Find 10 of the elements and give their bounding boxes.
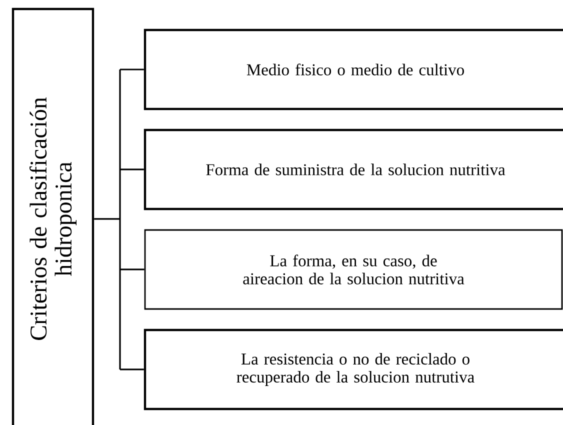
connector-line: [120, 268, 144, 270]
connector-trunk: [93, 68, 121, 370]
connector-line: [120, 68, 144, 70]
connector-line: [120, 168, 144, 170]
criterion-box: La resistencia o no de reciclado o recuperado de la solucion nutrutiva: [144, 328, 563, 410]
connector-line: [120, 368, 144, 370]
criterion-box: Medio fisico o medio de cultivo: [144, 28, 563, 110]
criterion-box: Forma de suministra de la solucion nutritiva: [144, 128, 563, 210]
category-box: Criterios de clasificación hidroponica: [12, 8, 94, 425]
criterion-box: La forma, en su caso, de aireacion de la solucion nutritiva: [144, 229, 563, 310]
